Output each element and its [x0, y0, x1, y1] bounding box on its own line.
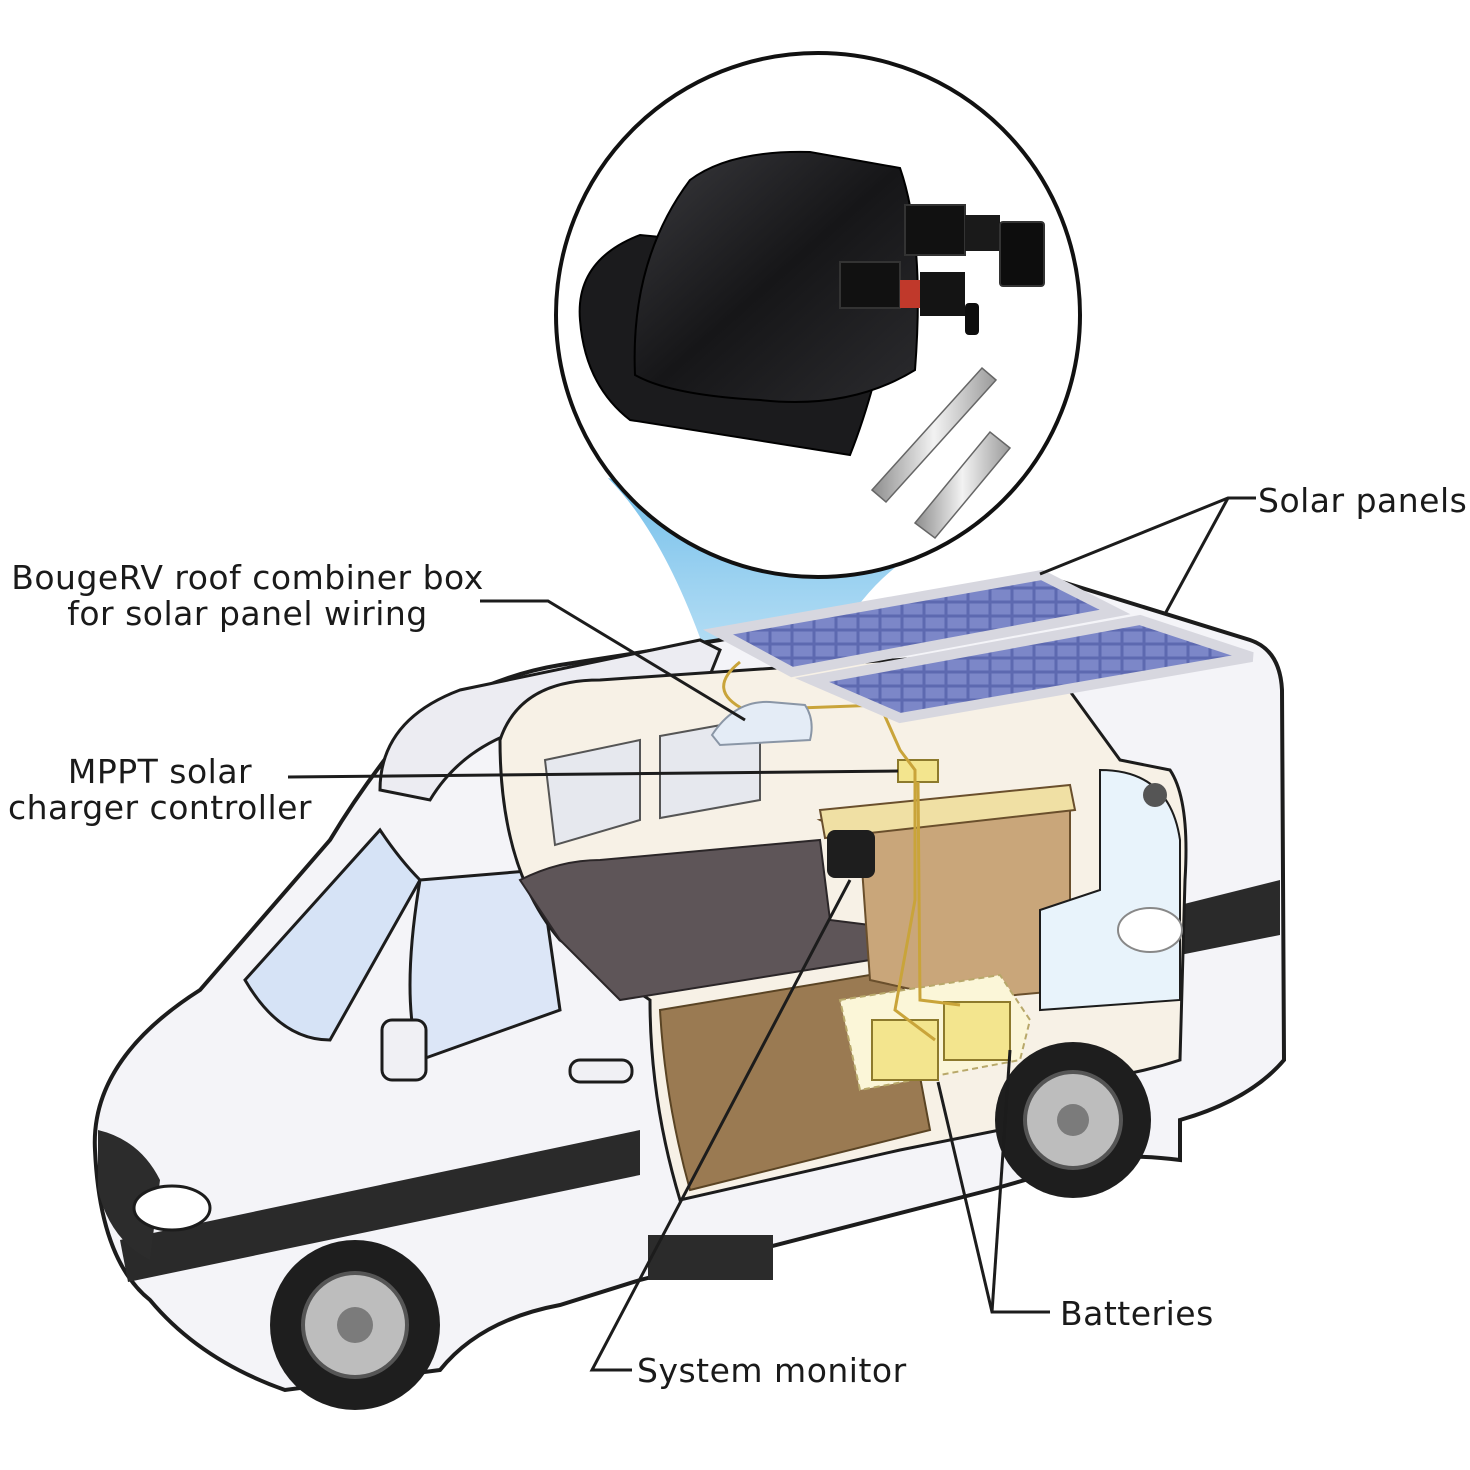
roof-combiner-box-icon	[710, 700, 813, 747]
label-combiner-line2: for solar panel wiring	[67, 594, 428, 633]
leader-solar	[1039, 496, 1256, 576]
solar-panel-2	[794, 614, 1254, 724]
van-stripe-rear	[1180, 880, 1280, 955]
van	[92, 572, 1287, 1410]
leader-combiner	[480, 599, 746, 722]
batteries-group	[838, 973, 1032, 1092]
battery-1	[871, 1019, 939, 1081]
side-mirror	[380, 1018, 428, 1082]
solar-wiring	[722, 660, 961, 1042]
crimp-pin-icon	[870, 366, 1012, 540]
rear-wheel	[995, 1042, 1151, 1198]
label-mppt-line2: charger controller	[7, 788, 312, 827]
system-monitor-icon	[827, 830, 875, 878]
solar-panels-group	[702, 569, 1254, 724]
front-bumper	[98, 1130, 160, 1260]
windshield	[243, 827, 422, 1042]
label-solar-panels: Solar panels	[1258, 481, 1468, 520]
door-handle	[568, 1058, 634, 1084]
battery-2	[943, 1001, 1011, 1061]
label-batteries: Batteries	[1060, 1294, 1214, 1333]
solar-panel-1	[702, 569, 1131, 678]
label-combiner-box: BougeRV roof combiner box for solar pane…	[0, 560, 495, 632]
counter-top	[818, 783, 1077, 840]
leader-lines	[287, 496, 1256, 1372]
label-combiner-line1: BougeRV roof combiner box	[11, 558, 484, 597]
interior-window-left	[543, 738, 641, 847]
leader-solar-2	[1163, 497, 1230, 615]
leader-monitor	[589, 879, 852, 1372]
side-step	[648, 1235, 773, 1280]
mppt-controller-icon	[897, 759, 939, 783]
leader-mppt	[287, 769, 899, 779]
label-system-monitor: System monitor	[637, 1351, 907, 1390]
toilet	[1117, 907, 1183, 953]
headlight	[132, 1184, 212, 1232]
van-stripe	[120, 1130, 640, 1282]
leader-batteries-2	[990, 1049, 1012, 1313]
label-mppt-line1: MPPT solar	[67, 752, 253, 791]
front-wheel	[270, 1240, 440, 1410]
shower-head-icon	[1143, 783, 1167, 807]
product-zoom	[554, 51, 1082, 579]
label-mppt-controller: MPPT solar charger controller	[0, 754, 320, 826]
mc4-connector-icon	[839, 204, 1045, 335]
